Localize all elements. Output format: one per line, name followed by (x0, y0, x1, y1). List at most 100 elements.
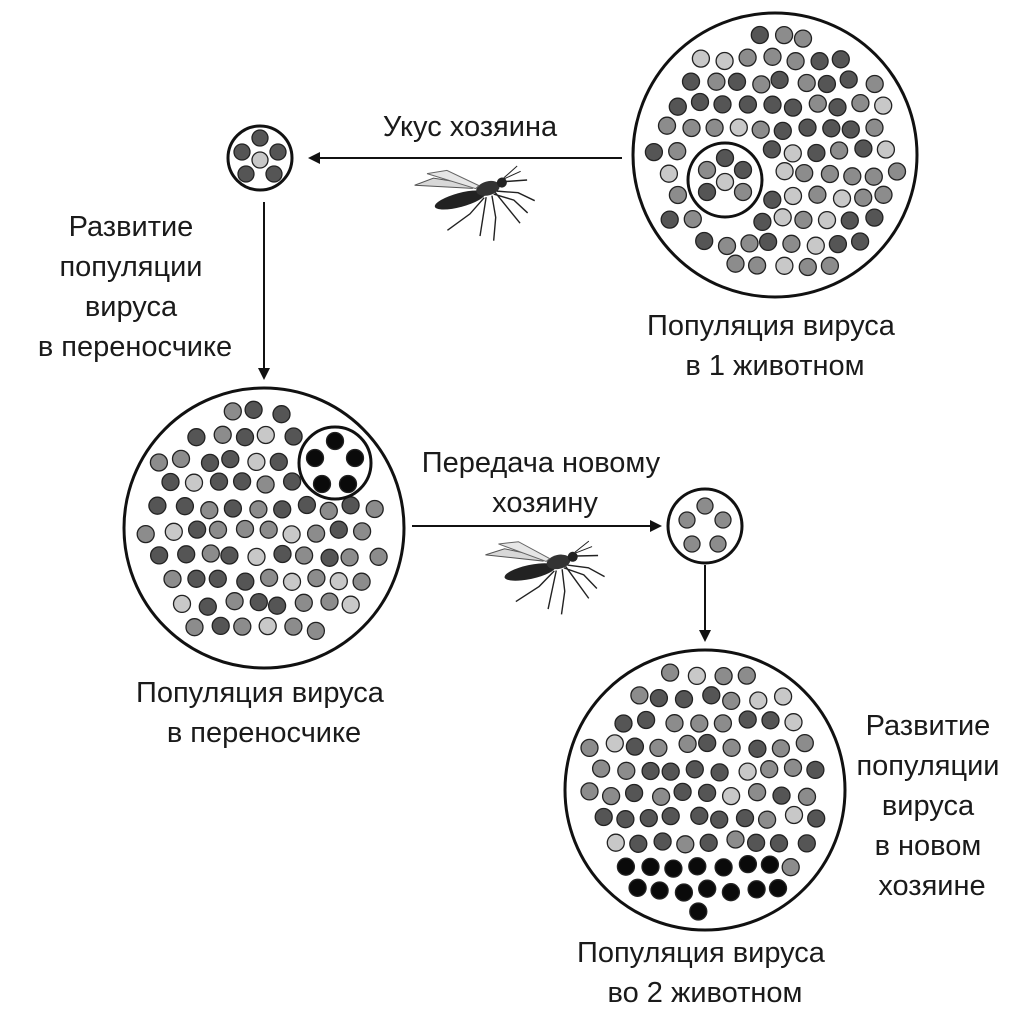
virus-particle (721, 883, 741, 902)
virus-particle (696, 497, 714, 515)
virus-particle (715, 172, 735, 192)
virus-particle (209, 472, 229, 491)
virus-particle (149, 453, 169, 472)
virus-particle (793, 29, 813, 48)
virus-particle (213, 425, 232, 444)
population-vector (122, 386, 406, 670)
virus-particle (822, 119, 841, 138)
virus-particle (699, 833, 718, 852)
virus-particle (185, 618, 204, 637)
virus-particle (781, 858, 800, 877)
virus-particle (605, 734, 624, 753)
virus-particle (721, 786, 741, 806)
virus-particle (258, 616, 277, 636)
virus-particle (341, 595, 360, 614)
virus-particle (715, 51, 734, 71)
virus-particle (829, 141, 849, 160)
virus-particle (808, 185, 827, 204)
virus-particle (775, 162, 794, 181)
virus-particle (676, 835, 695, 854)
virus-particle (580, 738, 599, 758)
virus-particle (690, 92, 710, 112)
virus-particle (251, 151, 269, 169)
virus-particle (797, 73, 816, 93)
virus-particle (660, 663, 680, 682)
virus-particle (617, 761, 636, 780)
mosquito-icon (411, 147, 543, 258)
virus-particle (329, 572, 348, 591)
virus-particle (784, 805, 804, 825)
virus-particle (220, 546, 239, 565)
virus-particle (660, 210, 679, 229)
virus-particle (320, 592, 339, 611)
virus-particle (641, 857, 660, 877)
virus-particle (678, 511, 696, 529)
virus-particle (698, 733, 717, 753)
virus-particle (325, 431, 345, 451)
virus-particle (244, 400, 263, 419)
virus-particle (709, 535, 727, 553)
virus-particle (851, 93, 870, 113)
virus-particle (738, 95, 758, 114)
virus-particle (251, 129, 269, 147)
virus-particle (775, 256, 794, 275)
virus-particle (161, 472, 180, 492)
virus-particle (774, 25, 794, 45)
virus-particle (738, 48, 757, 67)
virus-particle (828, 98, 847, 117)
virus-particle (211, 616, 230, 636)
virus-particle (783, 186, 803, 206)
virus-particle (887, 162, 907, 181)
virus-particle (659, 164, 679, 183)
virus-particle (713, 714, 733, 733)
virus-particle (273, 500, 292, 519)
virus-particle (259, 520, 278, 539)
virus-particle (690, 806, 709, 825)
virus-particle (233, 617, 252, 636)
virus-particle (797, 787, 817, 806)
virus-particle (624, 783, 644, 803)
population-animal1 (631, 11, 919, 299)
virus-particle (208, 569, 227, 588)
virus-particle (715, 148, 735, 168)
virus-particle (256, 425, 275, 445)
virus-particle (177, 545, 196, 564)
virus-particle (807, 809, 826, 828)
virus-particle (797, 834, 816, 853)
virus-particle (738, 854, 758, 874)
virus-particle (691, 49, 711, 68)
virus-particle (784, 713, 803, 732)
virus-particle (714, 511, 732, 529)
virus-particle (850, 232, 870, 251)
virus-particle (175, 497, 195, 516)
virus-particle (733, 160, 753, 180)
virus-particle (201, 544, 220, 563)
virus-particle (839, 70, 858, 89)
virus-particle (748, 739, 767, 758)
mosquito-icon (483, 523, 612, 629)
virus-particle (876, 140, 896, 159)
virus-particle (782, 234, 801, 253)
virus-particle (794, 210, 813, 230)
virus-particle (272, 405, 291, 424)
virus-particle (773, 208, 792, 227)
virus-particle (282, 472, 302, 491)
virus-particle (810, 52, 829, 71)
virus-particle (249, 500, 268, 519)
virus-particle (773, 121, 792, 141)
virus-particle (306, 524, 326, 543)
virus-particle (714, 666, 733, 686)
virus-particle (171, 449, 191, 469)
virus-particle (223, 402, 242, 421)
virus-particle (187, 428, 206, 447)
virus-particle (865, 74, 884, 94)
virus-particle (773, 687, 793, 706)
virus-particle (747, 783, 767, 802)
virus-particle (751, 120, 770, 139)
virus-particle (747, 256, 767, 275)
virus-particle (223, 499, 243, 518)
virus-particle (740, 234, 759, 253)
virus-particle (636, 710, 656, 730)
virus-particle (305, 448, 325, 468)
virus-particle (614, 714, 633, 733)
